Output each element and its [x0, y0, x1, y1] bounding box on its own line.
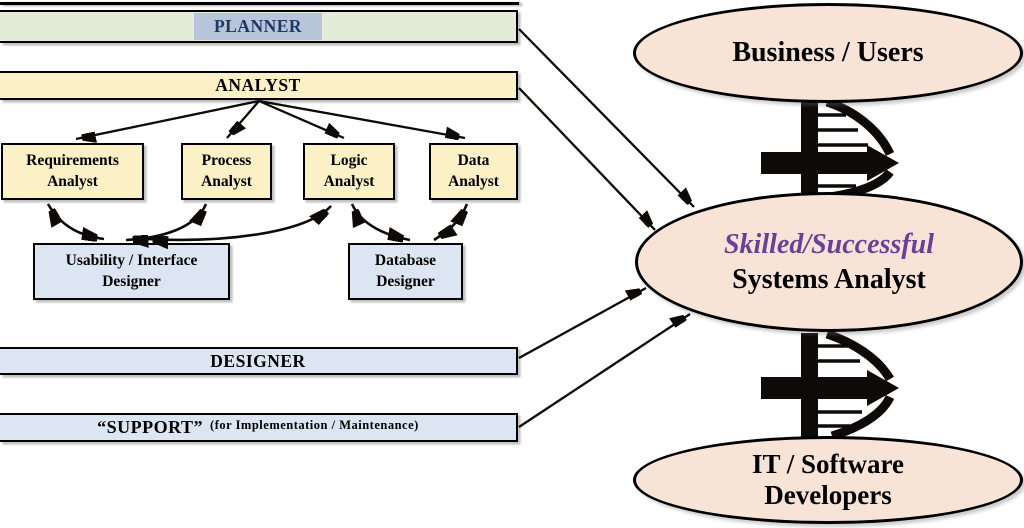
- role-line: Usability / Interface: [65, 252, 198, 270]
- planner-label: PLANNER: [193, 13, 323, 40]
- support-note: (for Implementation / Maintenance): [210, 418, 419, 432]
- systems-analyst-ellipse: Skilled/Successful Systems Analyst: [635, 192, 1023, 332]
- role-line: Analyst: [323, 172, 375, 190]
- cropped-bar-edge: [0, 2, 519, 5]
- role-line: Requirements: [26, 152, 119, 170]
- process-analyst-box: Process Analyst: [181, 143, 272, 200]
- business-users-ellipse: Business / Users: [633, 3, 1023, 103]
- support-label: “SUPPORT”: [97, 417, 204, 437]
- role-line: Database: [374, 252, 437, 270]
- role-line: Logic: [330, 152, 368, 170]
- data-analyst-box: Data Analyst: [429, 143, 518, 200]
- designer-label: DESIGNER: [210, 350, 306, 371]
- usability-interface-designer-box: Usability / Interface Designer: [33, 243, 230, 300]
- role-line: Data: [457, 152, 490, 170]
- support-bar: “SUPPORT” (for Implementation / Maintena…: [0, 413, 518, 442]
- systems-analyst-label: Systems Analyst: [732, 264, 926, 295]
- logic-analyst-box: Logic Analyst: [303, 143, 395, 200]
- role-line: Analyst: [448, 172, 499, 190]
- requirements-analyst-box: Requirements Analyst: [1, 143, 144, 200]
- planner-bar: PLANNER: [0, 10, 518, 43]
- it-software-label: IT / Software: [751, 448, 904, 479]
- skilled-successful-label: Skilled/Successful: [723, 229, 934, 260]
- developers-label: Developers: [764, 480, 892, 510]
- analyst-bar: ANALYST: [0, 71, 518, 100]
- bridge-icon: [761, 97, 899, 202]
- designer-bar: DESIGNER: [0, 347, 518, 375]
- role-line: Designer: [376, 272, 435, 290]
- role-line: Analyst: [201, 172, 252, 190]
- bridge-icon: [761, 329, 899, 441]
- database-designer-box: Database Designer: [348, 243, 463, 300]
- it-software-developers-ellipse: IT / Software Developers: [633, 436, 1023, 524]
- role-line: Analyst: [47, 172, 98, 190]
- business-users-label: Business / Users: [732, 37, 924, 68]
- analyst-label: ANALYST: [215, 75, 301, 95]
- role-line: Process: [201, 152, 252, 170]
- role-line: Designer: [102, 272, 161, 290]
